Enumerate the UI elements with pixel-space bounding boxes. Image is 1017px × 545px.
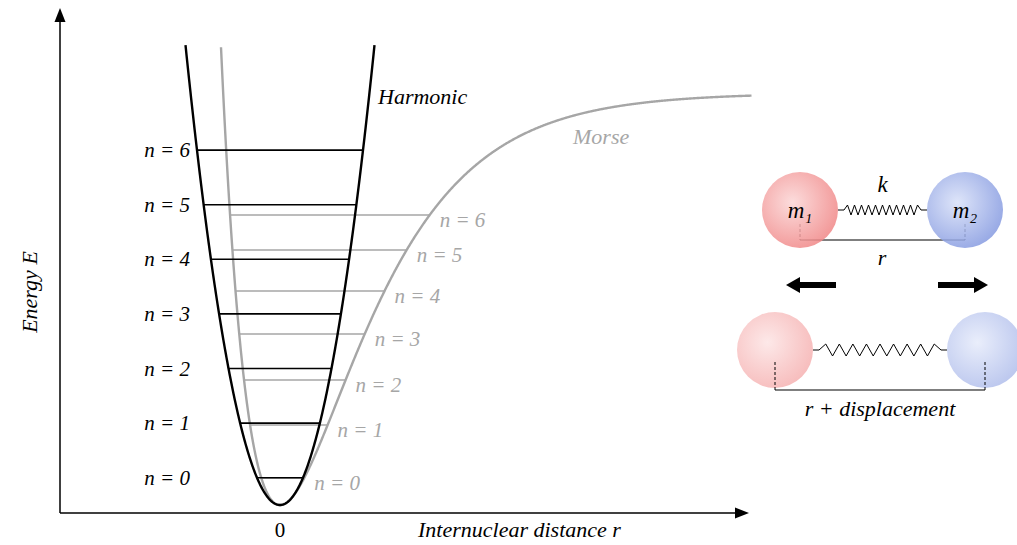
stretched-molecule [737,312,1017,390]
morse-level [232,249,406,251]
block-arrow [786,277,836,293]
y-axis [59,20,61,513]
level-label: n = 4 [144,249,190,270]
level-label: n = 5 [144,194,190,215]
harmonic-level [204,204,357,206]
axis-arrowhead [55,8,66,22]
level-label: n = 0 [314,473,360,494]
level-label: n = 6 [144,140,190,161]
curve-label: Morse [573,126,629,148]
curve-label: Harmonic [378,86,467,108]
displacement-arrows [786,277,988,293]
level-label: n = 2 [144,358,190,379]
level-label: n = 2 [356,375,402,396]
harmonic-level [211,258,349,260]
dimension-line [775,389,985,390]
axes [55,8,750,519]
dimension-label: r + displacement [805,398,956,420]
spring-constant: k [877,173,887,196]
morse-curve [221,47,752,505]
atom-circle [737,312,813,388]
block-arrow [938,277,988,293]
morse-level [236,290,385,292]
morse-level [239,333,364,335]
level-label: n = 6 [440,210,486,231]
spring [813,344,947,356]
level-label: n = 1 [144,413,190,434]
axis-title: Internuclear distance r [418,519,621,541]
morse-level [230,214,430,216]
spring [838,205,927,215]
potential-curves [186,45,752,505]
axis-arrowhead [735,508,749,519]
x-axis [60,512,735,514]
mass-label: m₂ [953,199,978,222]
atom-circle: m₂ [927,172,1003,248]
level-label: n = 0 [144,467,190,488]
level-label: n = 5 [417,245,463,266]
level-label: n = 3 [144,303,190,324]
axis-title: Energy E [19,251,41,333]
harmonic-level [229,368,332,370]
dimension-label: r [878,247,887,269]
harmonic-level [240,422,320,424]
morse-level [250,424,328,426]
harmonic-level [257,477,303,479]
level-label: n = 4 [395,286,441,307]
atom-circle [947,312,1017,388]
mass-label: m₁ [788,199,813,222]
level-label: n = 3 [375,329,421,350]
atom-circle: m₁ [762,172,838,248]
circle-fill [762,172,838,248]
harmonic-level [197,149,363,151]
dashed-marker [775,362,776,390]
dimension-line [800,239,965,240]
axis-tick: 0 [275,520,286,541]
level-label: n = 1 [338,420,384,441]
harmonic-level [219,313,341,315]
circle-fill [927,172,1003,248]
dashed-marker [985,362,986,390]
